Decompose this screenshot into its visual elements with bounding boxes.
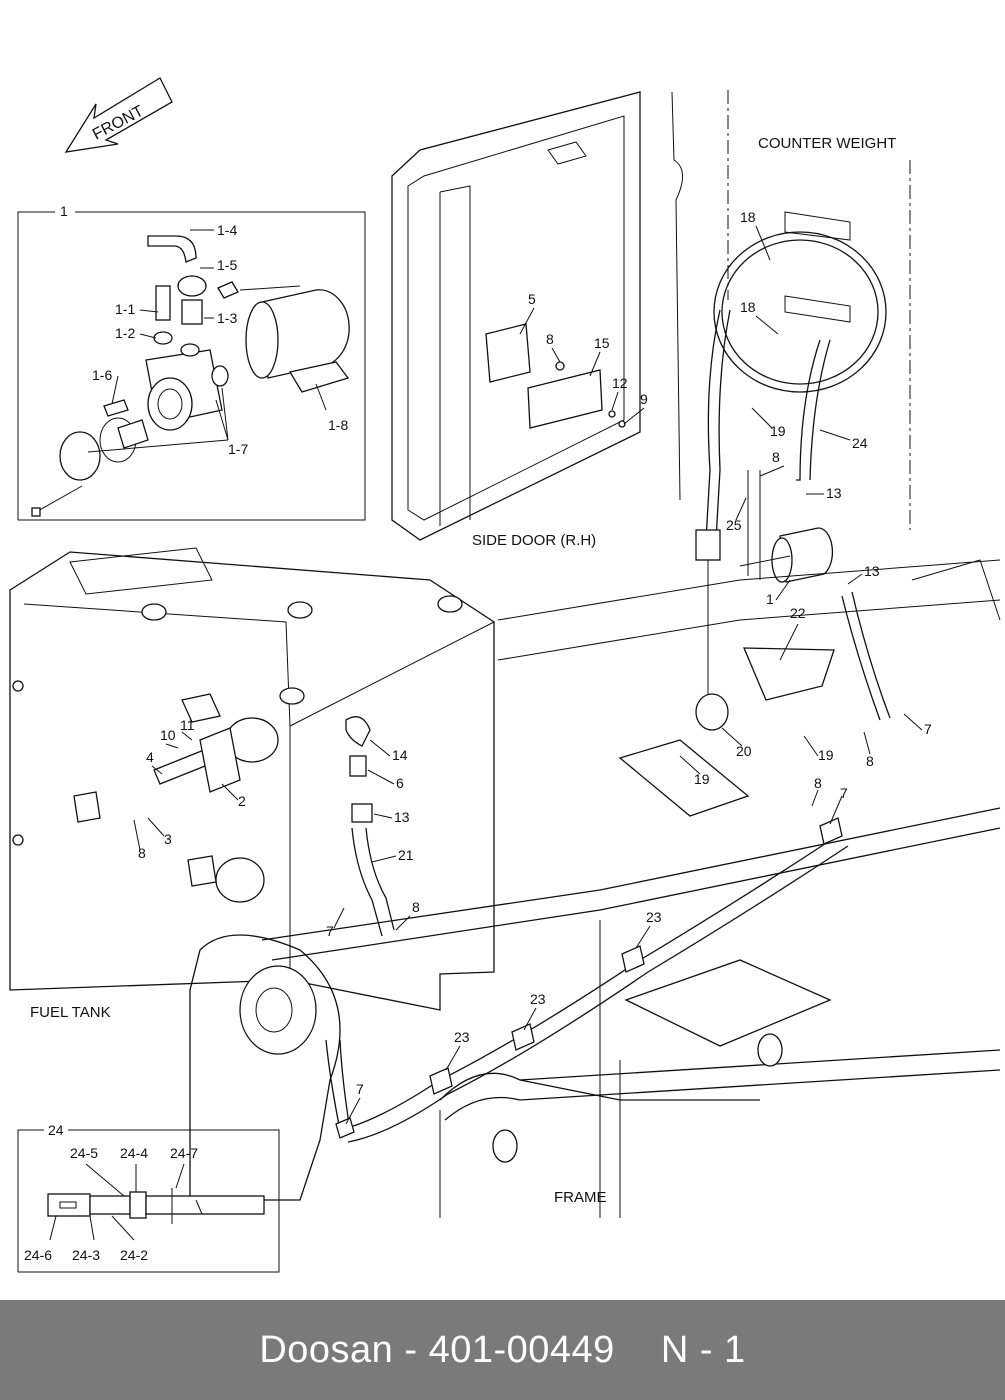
callout-1: 1	[766, 591, 774, 607]
callout-24: 24	[852, 435, 868, 451]
callout-15: 15	[594, 335, 610, 351]
fuel-tank-label: FUEL TANK	[30, 1004, 111, 1021]
callout-21: 21	[398, 847, 414, 863]
callout-25: 25	[726, 517, 742, 533]
callout-8: 8	[546, 331, 554, 347]
coiled-hose-icon	[695, 231, 887, 700]
callout-18: 18	[740, 209, 756, 225]
footer-page: N - 1	[660, 1328, 746, 1371]
callout-24-5: 24-5	[70, 1145, 98, 1161]
side-door-label: SIDE DOOR (R.H)	[472, 532, 596, 549]
callout-24-6: 24-7	[170, 1145, 198, 1161]
side-door-frame	[391, 91, 641, 541]
counter-weight-zone	[671, 90, 911, 530]
callout-20: 20	[736, 743, 752, 759]
callout-7: 7	[356, 1081, 364, 1097]
callout-23: 23	[646, 909, 662, 925]
callout-9: 9	[640, 391, 648, 407]
callout-1-4: 1-4	[217, 222, 237, 238]
footer-separator: -	[404, 1328, 418, 1371]
callout-7: 7	[326, 923, 334, 939]
tank-fitting-set-icon	[153, 716, 395, 937]
callout-1-6: 1-6	[92, 367, 112, 383]
callout-1-1: 1-1	[115, 301, 135, 317]
pump-mounted-icon	[695, 470, 891, 731]
callout-13: 13	[826, 485, 842, 501]
callout-23: 23	[454, 1029, 470, 1045]
hose-assembly-detail-box: 24 24-5 24-4 24-7 24-6 24-3 24-2	[17, 1122, 280, 1273]
callout-7: 7	[840, 785, 848, 801]
callout-7: 7	[924, 721, 932, 737]
callout-19: 19	[818, 747, 834, 763]
frame-label: FRAME	[554, 1189, 607, 1206]
callout-23: 23	[530, 991, 546, 1007]
fuel-tank-body	[9, 547, 495, 1011]
callout-8: 8	[138, 845, 146, 861]
fitting-set-icon	[147, 235, 207, 357]
front-direction-arrow: FRONT	[64, 77, 173, 153]
callout-6: 6	[396, 775, 404, 791]
callout-24-4: 24-4	[120, 1145, 148, 1161]
callout-18: 18	[740, 299, 756, 315]
footer-brand: Doosan	[259, 1328, 394, 1371]
callout-8: 8	[412, 899, 420, 915]
callout-10: 10	[160, 727, 176, 743]
callout-labels: 5 8 15 12 9 18 18 19 24 8 13 25 13 1 22 …	[138, 209, 932, 1097]
footer-bar: Doosan - 401-00449 N - 1	[0, 1300, 1005, 1400]
callout-8: 8	[814, 775, 822, 791]
callout-1-5: 1-5	[217, 257, 237, 273]
pump-assembly-detail-box: 1	[17, 203, 366, 521]
callout-13: 13	[394, 809, 410, 825]
callout-24-3: 24-3	[72, 1247, 100, 1263]
callout-19: 19	[770, 423, 786, 439]
callout-2: 2	[238, 793, 246, 809]
callout-1-3: 1-3	[217, 310, 237, 326]
callout-22: 22	[790, 605, 806, 621]
pump-detail-title: 1	[60, 203, 68, 219]
callout-14: 14	[392, 747, 408, 763]
callout-12: 12	[612, 375, 628, 391]
callout-1-8: 1-8	[328, 417, 348, 433]
frame-structure	[189, 559, 1001, 1218]
parts-diagram: FRONT 1	[9, 77, 1001, 1273]
callout-1-7: 1-7	[228, 441, 248, 457]
callout-8: 8	[772, 449, 780, 465]
callout-24-7: 24-6	[24, 1247, 52, 1263]
callout-8: 8	[866, 753, 874, 769]
callout-11: 11	[180, 717, 195, 733]
callout-3: 3	[164, 831, 172, 847]
pump-housing-icon	[145, 349, 229, 431]
callout-19: 19	[694, 771, 710, 787]
cover-plate-icon	[31, 399, 149, 517]
footer-part-number: 401-00449	[428, 1328, 615, 1371]
pump-motor-icon	[217, 281, 350, 393]
callout-1-2: 1-2	[115, 325, 135, 341]
callout-5: 5	[528, 291, 536, 307]
hose-detail-title: 24	[48, 1122, 64, 1138]
leader-lines	[133, 225, 923, 1125]
front-arrow-label: FRONT	[90, 103, 147, 144]
callout-4: 4	[146, 749, 154, 765]
callout-13: 13	[864, 563, 880, 579]
callout-24-2: 24-2	[120, 1247, 148, 1263]
counter-weight-label: COUNTER WEIGHT	[758, 135, 896, 152]
